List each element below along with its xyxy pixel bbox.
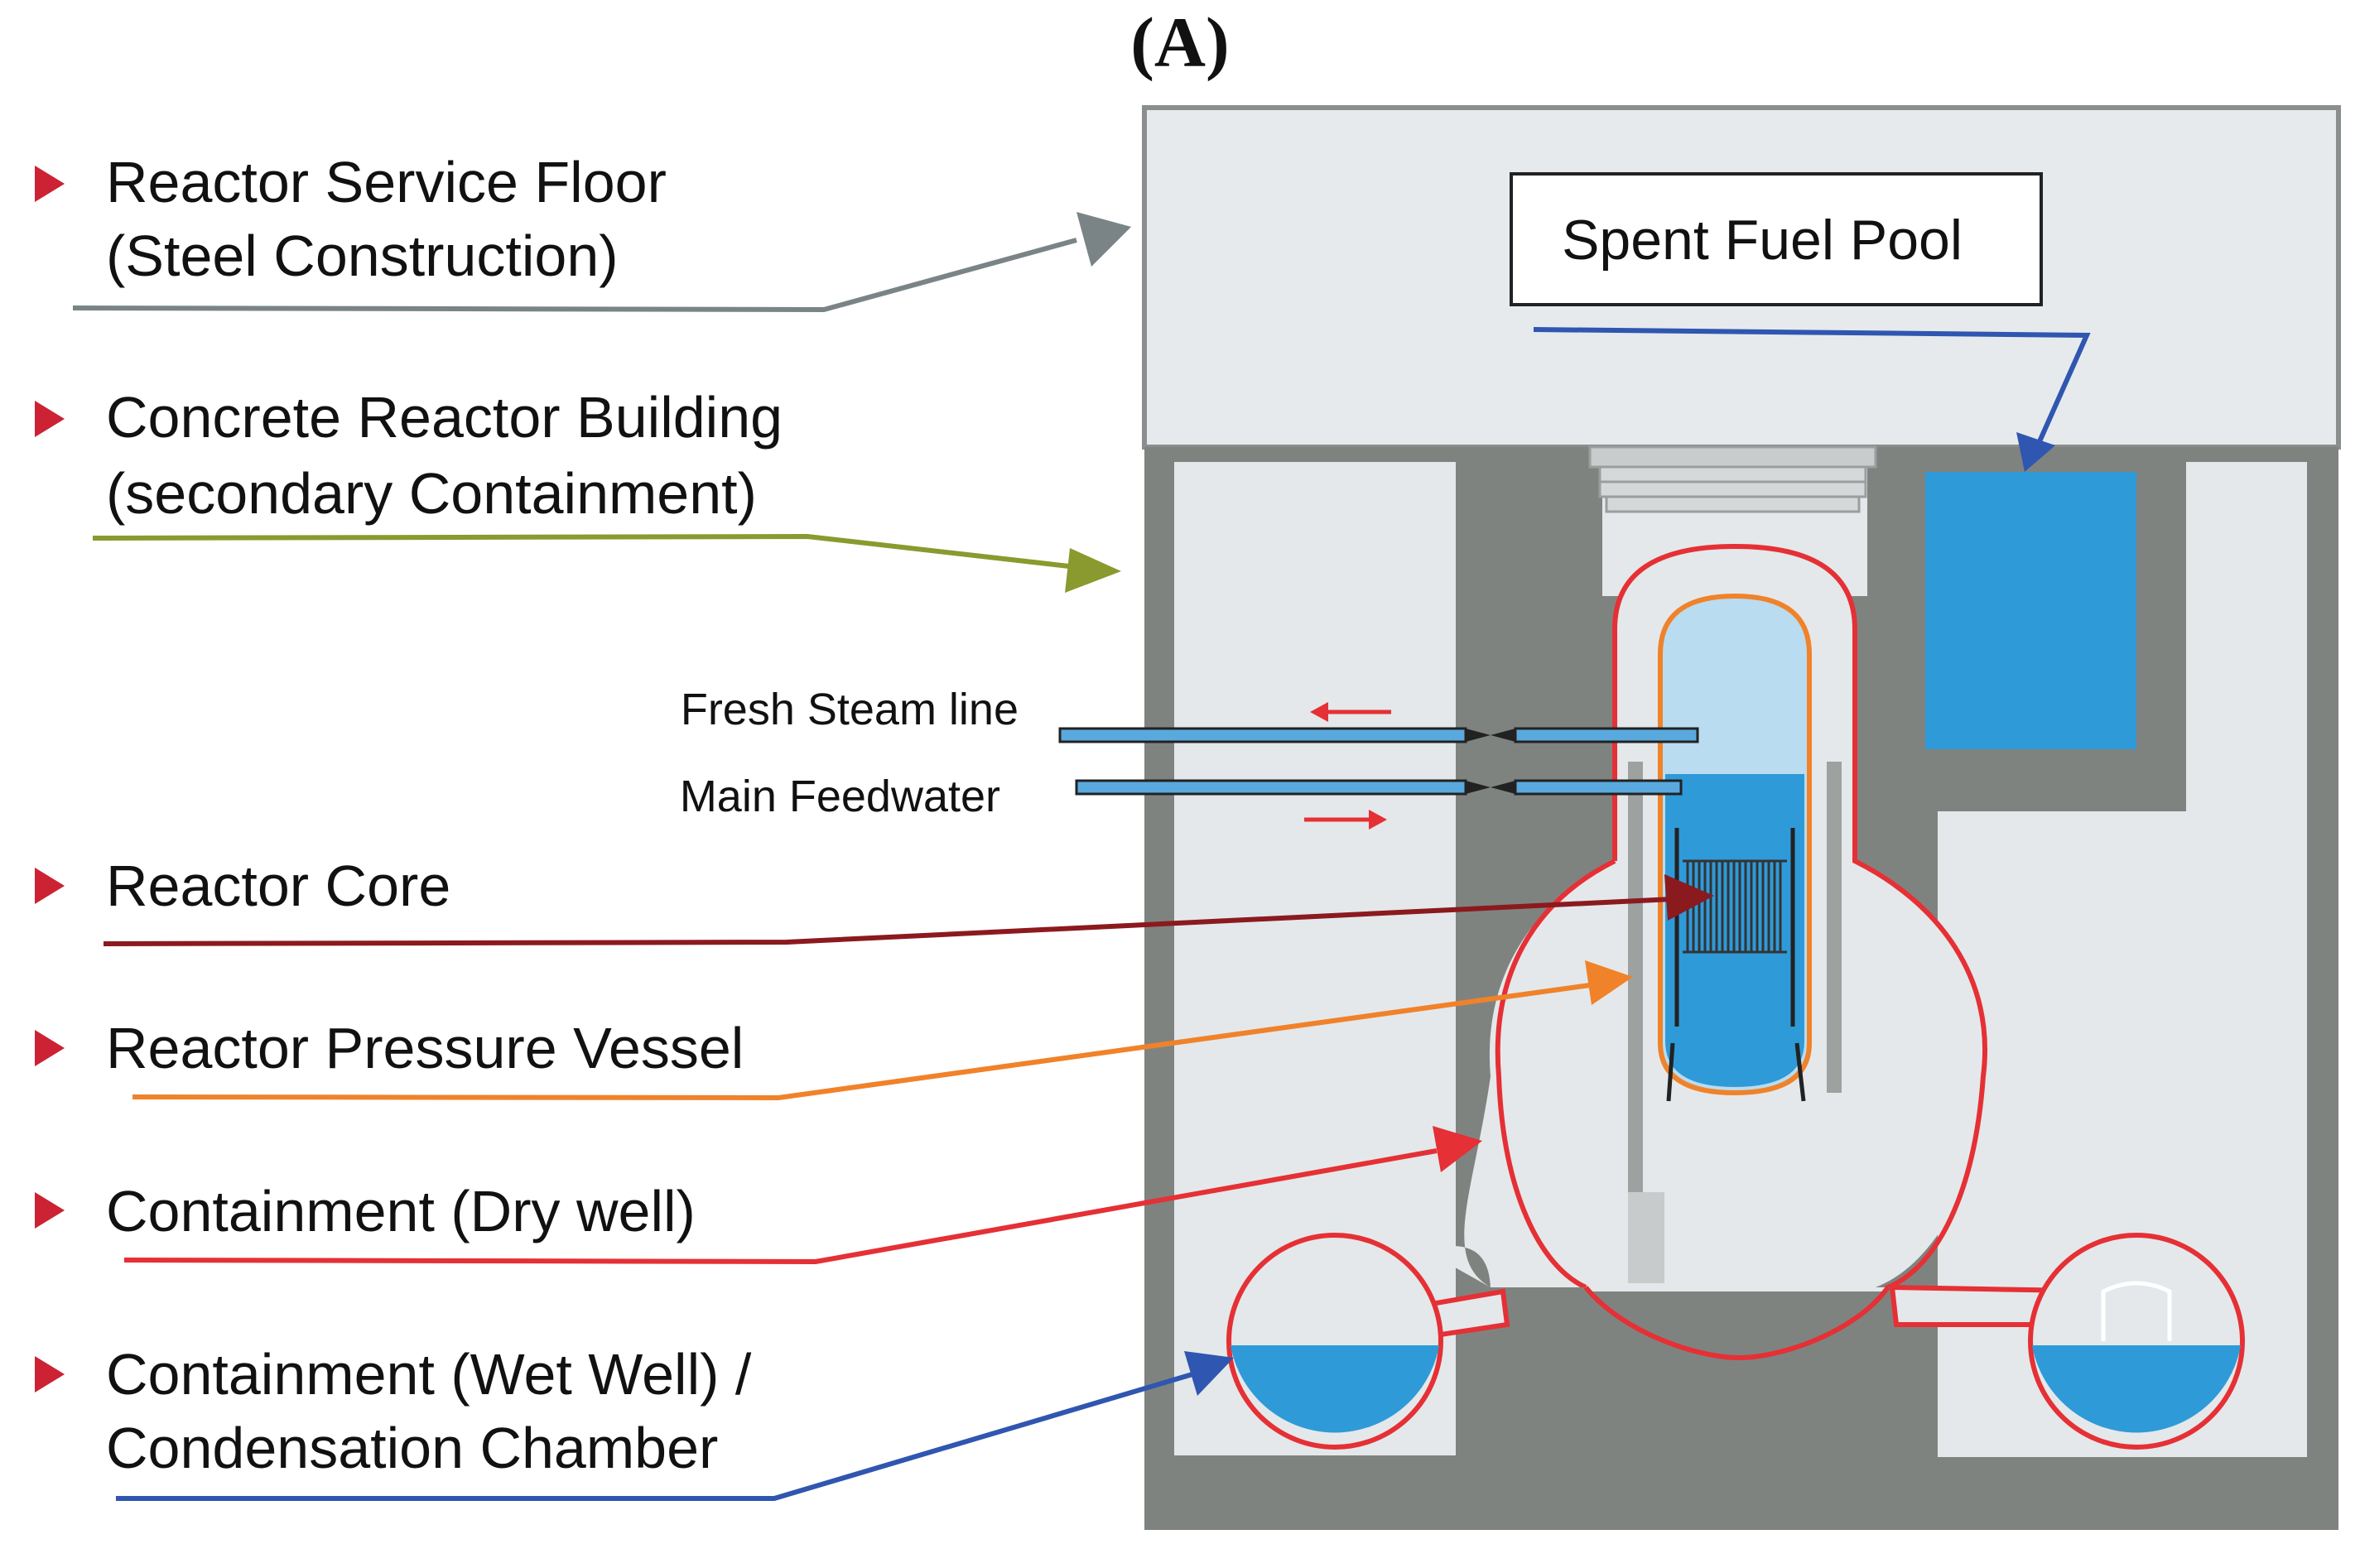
- wetwell-right: [2028, 1233, 2245, 1450]
- bullet-icon: [35, 166, 65, 202]
- main-feedwater-label: Main Feedwater: [680, 772, 1000, 821]
- steam-flow-arrow: [1310, 702, 1391, 722]
- label-wet-well: Containment (Wet Well) / Condensation Ch…: [35, 1342, 1234, 1501]
- dry-well-line1: Containment (Dry well): [106, 1179, 696, 1243]
- service-floor-arrow: [72, 238, 1077, 313]
- label-service-floor: Reactor Service Floor (Steel Constructio…: [35, 150, 1131, 313]
- reactor-building-arrow: [92, 533, 1077, 570]
- label-dry-well: Containment (Dry well): [35, 1126, 1482, 1265]
- main-feedwater-pipe: [1075, 779, 1683, 796]
- label-pressure-vessel: Reactor Pressure Vessel: [35, 960, 1633, 1101]
- label-reactor-building: Concrete Reactor Building (secondary Con…: [35, 385, 1121, 593]
- drywell-outline: [1612, 543, 1987, 1326]
- wet-well-arrow: [116, 1372, 1193, 1501]
- reactor-core-line1: Reactor Core: [106, 854, 450, 918]
- spent-fuel-pool-arrow: [1533, 327, 2091, 472]
- reactor-building-line1: Concrete Reactor Building: [106, 385, 783, 450]
- bullet-icon: [35, 1356, 65, 1392]
- reactor-building-line2: (secondary Containment): [106, 461, 757, 526]
- spent-fuel-pool-label: Spent Fuel Pool: [1562, 209, 1963, 272]
- spent-fuel-pool-water: [1925, 472, 2136, 749]
- service-floor-line1: Reactor Service Floor: [106, 150, 667, 214]
- skirt-left: [1666, 1042, 1675, 1102]
- pressure-vessel-arrow: [132, 983, 1591, 1101]
- label-reactor-core: Reactor Core: [35, 854, 1714, 946]
- panel-label: (A): [1130, 2, 1229, 82]
- skirt-right: [1794, 1042, 1806, 1102]
- shield-plug: [1588, 445, 1877, 513]
- spent-fuel-pool-box: Spent Fuel Pool: [1510, 172, 2043, 306]
- fresh-steam-pipe: [1058, 727, 1699, 743]
- reactor-core-rods: [1683, 859, 1787, 954]
- feedwater-flow-arrow: [1304, 810, 1387, 830]
- bullet-icon: [35, 1192, 65, 1229]
- fresh-steam-label: Fresh Steam line: [681, 685, 1019, 734]
- wet-well-line1: Containment (Wet Well) /: [106, 1342, 752, 1407]
- shield-wall-right: [1827, 762, 1842, 1093]
- bullet-icon: [35, 1030, 65, 1066]
- drywell-bottom: [1583, 1286, 1890, 1361]
- bullet-icon: [35, 868, 65, 904]
- shield-wall-left: [1628, 762, 1643, 1283]
- shield-wall-left-light: [1628, 1192, 1664, 1283]
- pedestal: [1466, 1287, 1929, 1457]
- dry-well-arrow: [123, 1148, 1438, 1265]
- wet-well-line2: Condensation Chamber: [106, 1416, 718, 1480]
- label-pipes: Fresh Steam line Main Feedwater: [680, 685, 1019, 821]
- bullet-icon: [35, 401, 65, 437]
- reactor-core-arrow: [103, 897, 1674, 946]
- wetwell-left: [1226, 1233, 1443, 1450]
- pressure-vessel-line1: Reactor Pressure Vessel: [106, 1016, 744, 1080]
- pool-bottom-wall: [1880, 749, 2186, 811]
- reactor-building: Spent Fuel Pool: [1058, 105, 2341, 1530]
- drywell-outline-left: [1495, 859, 1616, 1290]
- service-floor-line2: (Steel Construction): [106, 224, 619, 288]
